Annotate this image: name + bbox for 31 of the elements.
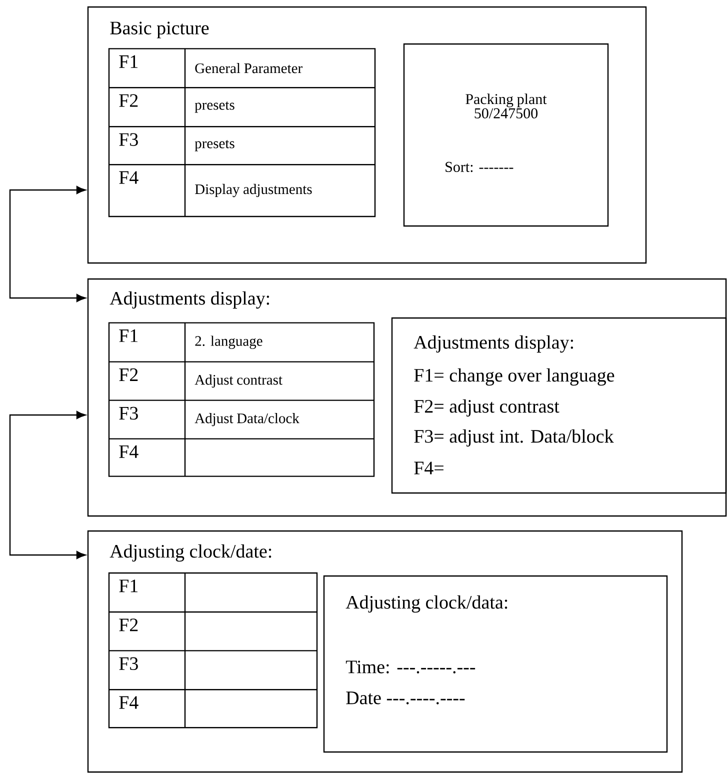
display-text: Packing plant 50/247500	[466, 94, 547, 118]
menu-option: Display adjustments	[195, 184, 312, 198]
display-text: Date ---.----.----	[346, 692, 465, 704]
menu-option: 2. language	[195, 336, 262, 349]
key-label: F3	[119, 657, 138, 670]
menu-option: presets	[194, 140, 234, 152]
display-text: F1= change over language	[414, 368, 614, 386]
key-label: F1	[119, 580, 138, 592]
key-label: F4	[119, 171, 138, 184]
key-label: F1	[119, 55, 138, 68]
key-label: F2	[119, 618, 138, 632]
key-label: F1	[119, 329, 138, 342]
display-text: Time: ---.-----.---	[346, 660, 476, 674]
key-label: F3	[119, 133, 138, 146]
key-label: F3	[119, 406, 138, 420]
key-label: F2	[119, 94, 138, 107]
key-label: F4	[119, 696, 138, 709]
menu-option: Adjust contrast	[194, 374, 282, 388]
key-label: F2	[119, 368, 138, 381]
menu-option: Adjust Data/clock	[194, 413, 300, 426]
display-text: F3= adjust int. Data/block	[414, 429, 614, 447]
menu-option: General Parameter	[195, 62, 302, 74]
arrow	[9, 410, 86, 559]
menu-option: presets	[194, 101, 234, 113]
display-text: Adjustments display:	[414, 335, 574, 353]
display-text: F4=	[414, 462, 444, 474]
display-text: Sort: -------	[446, 162, 514, 172]
display-text: F2= adjust contrast	[414, 399, 560, 417]
display-text: Adjusting clock/data:	[346, 595, 508, 613]
key-label: F4	[119, 445, 138, 458]
arrow	[9, 186, 86, 302]
